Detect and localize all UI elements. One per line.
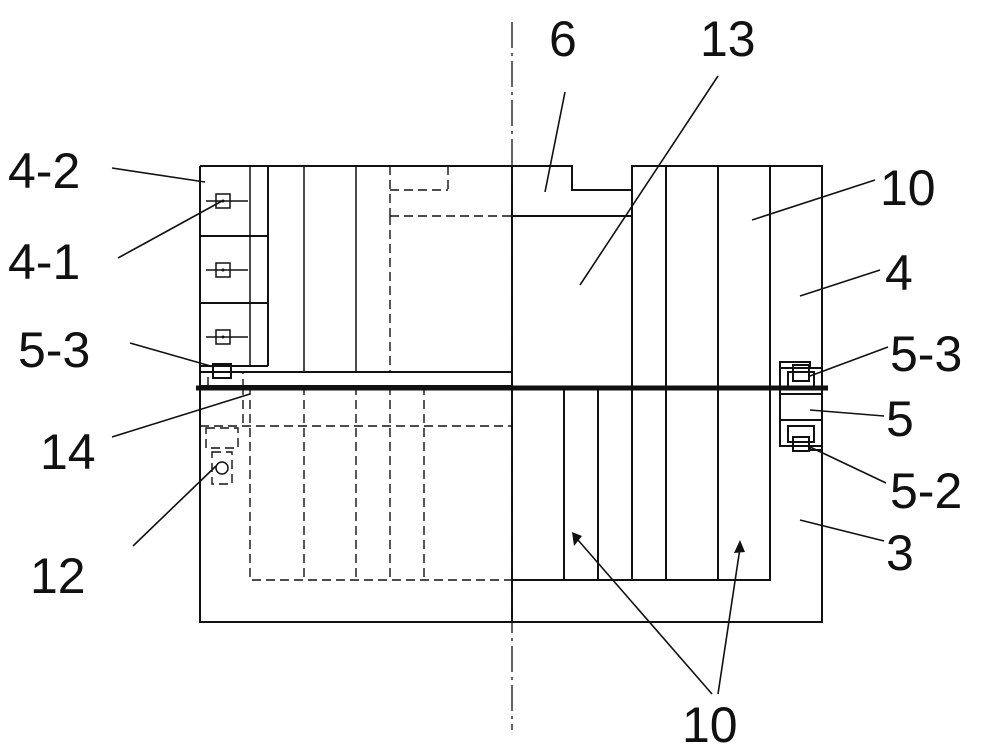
label-4-1: 4-1 [8, 234, 80, 290]
label-4-2: 4-2 [8, 143, 80, 199]
label-13: 13 [700, 11, 756, 67]
cap-6 [511, 165, 633, 217]
part-labels: 4-2 4-1 5-3 14 12 6 13 10 4 5-3 5 5-2 3 … [8, 11, 962, 753]
left-half-view [199, 165, 512, 623]
label-4: 4 [885, 245, 913, 301]
seal-assembly-5 [779, 364, 823, 452]
label-3: 3 [886, 525, 914, 581]
component-12 [205, 427, 239, 485]
label-12: 12 [30, 548, 86, 604]
seal-5-2 [792, 436, 810, 452]
label-5: 5 [886, 391, 914, 447]
granular-fill-13 [511, 215, 633, 389]
layer-10-top [717, 165, 771, 389]
label-6: 6 [549, 11, 577, 67]
label-10-top: 10 [880, 160, 936, 216]
label-5-3-right: 5-3 [890, 326, 962, 382]
leader-lines [111, 75, 889, 695]
label-10-bottom: 10 [682, 697, 738, 753]
label-5-2: 5-2 [890, 463, 962, 519]
label-5-3-left: 5-3 [18, 322, 90, 378]
right-half-section [511, 165, 823, 623]
label-14: 14 [40, 424, 96, 480]
sensor-markers [206, 193, 248, 345]
seal-5-3-right [792, 364, 810, 382]
